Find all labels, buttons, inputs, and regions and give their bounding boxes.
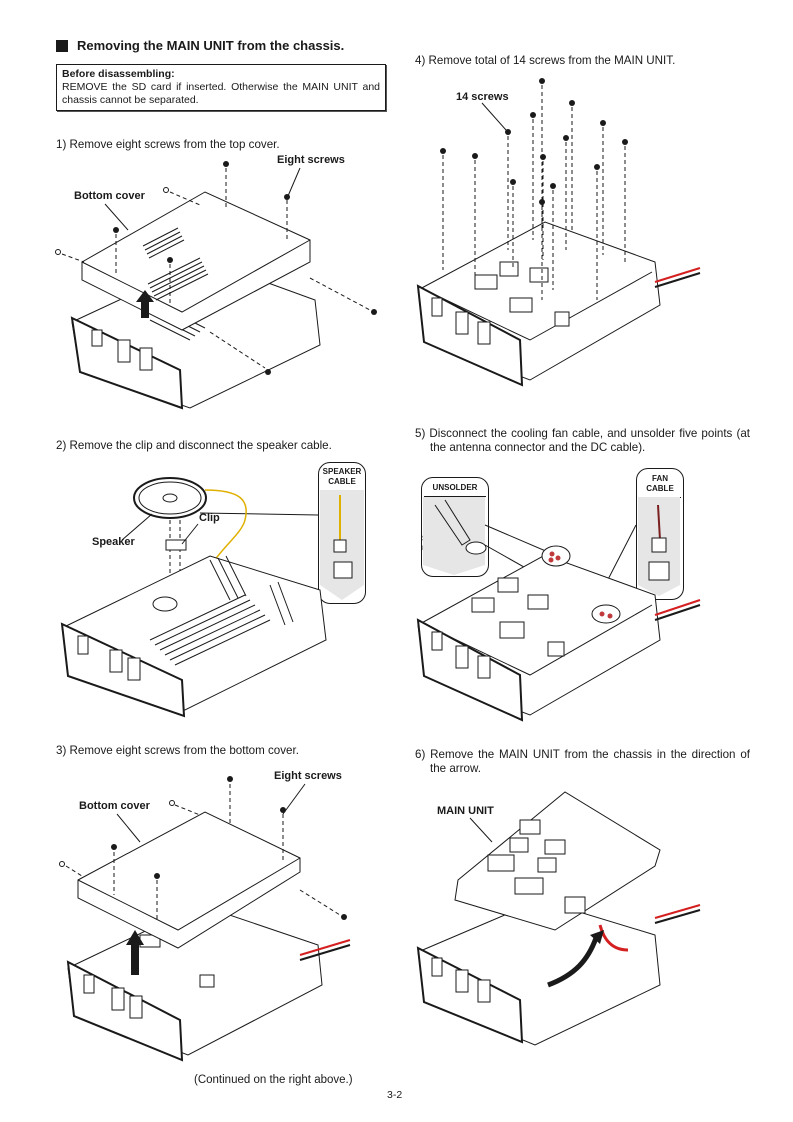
unsolder-inset-title: UNSOLDER (432, 483, 478, 492)
step-6-text: 6) Remove the MAIN UNIT from the chassis… (415, 748, 750, 775)
page-number: 3-2 (387, 1089, 403, 1101)
fan-cable-inset-title-2: CABLE (646, 484, 674, 493)
continued-note: (Continued on the right above.) (194, 1074, 353, 1086)
notice-box: Before disassembling: REMOVE the SD card… (56, 64, 386, 111)
step-1-label-cover: Bottom cover (74, 190, 145, 202)
step-5-text: 5) Disconnect the cooling fan cable, and… (415, 427, 750, 454)
step-4-label-screws: 14 screws (456, 91, 509, 103)
section-heading: Removing the MAIN UNIT from the chassis. (56, 38, 344, 53)
notice-body: REMOVE the SD card if inserted. Otherwis… (62, 81, 380, 106)
heading-bullet-icon (56, 39, 68, 52)
step-3-text: 3) Remove eight screws from the bottom c… (56, 744, 299, 757)
step-4-text: 4) Remove total of 14 screws from the MA… (415, 54, 676, 67)
speaker-cable-inset-title-1: SPEAKER (322, 467, 362, 476)
notice-title: Before disassembling: (62, 68, 175, 80)
section-title: Removing the MAIN UNIT from the chassis. (77, 38, 345, 53)
step-1-text: 1) Remove eight screws from the top cove… (56, 138, 280, 151)
fan-cable-inset-title-1: FAN (652, 474, 668, 483)
step-6-label-main-unit: MAIN UNIT (437, 805, 494, 817)
step-2-text: 2) Remove the clip and disconnect the sp… (56, 439, 332, 452)
step-3-label-cover: Bottom cover (79, 800, 150, 812)
step-3-label-screws: Eight screws (274, 770, 342, 782)
step-2-label-speaker: Speaker (92, 536, 135, 548)
step-2-label-clip: Clip (199, 512, 220, 524)
speaker-cable-inset-title-2: CABLE (328, 477, 356, 486)
step-1-label-screws: Eight screws (277, 154, 345, 166)
